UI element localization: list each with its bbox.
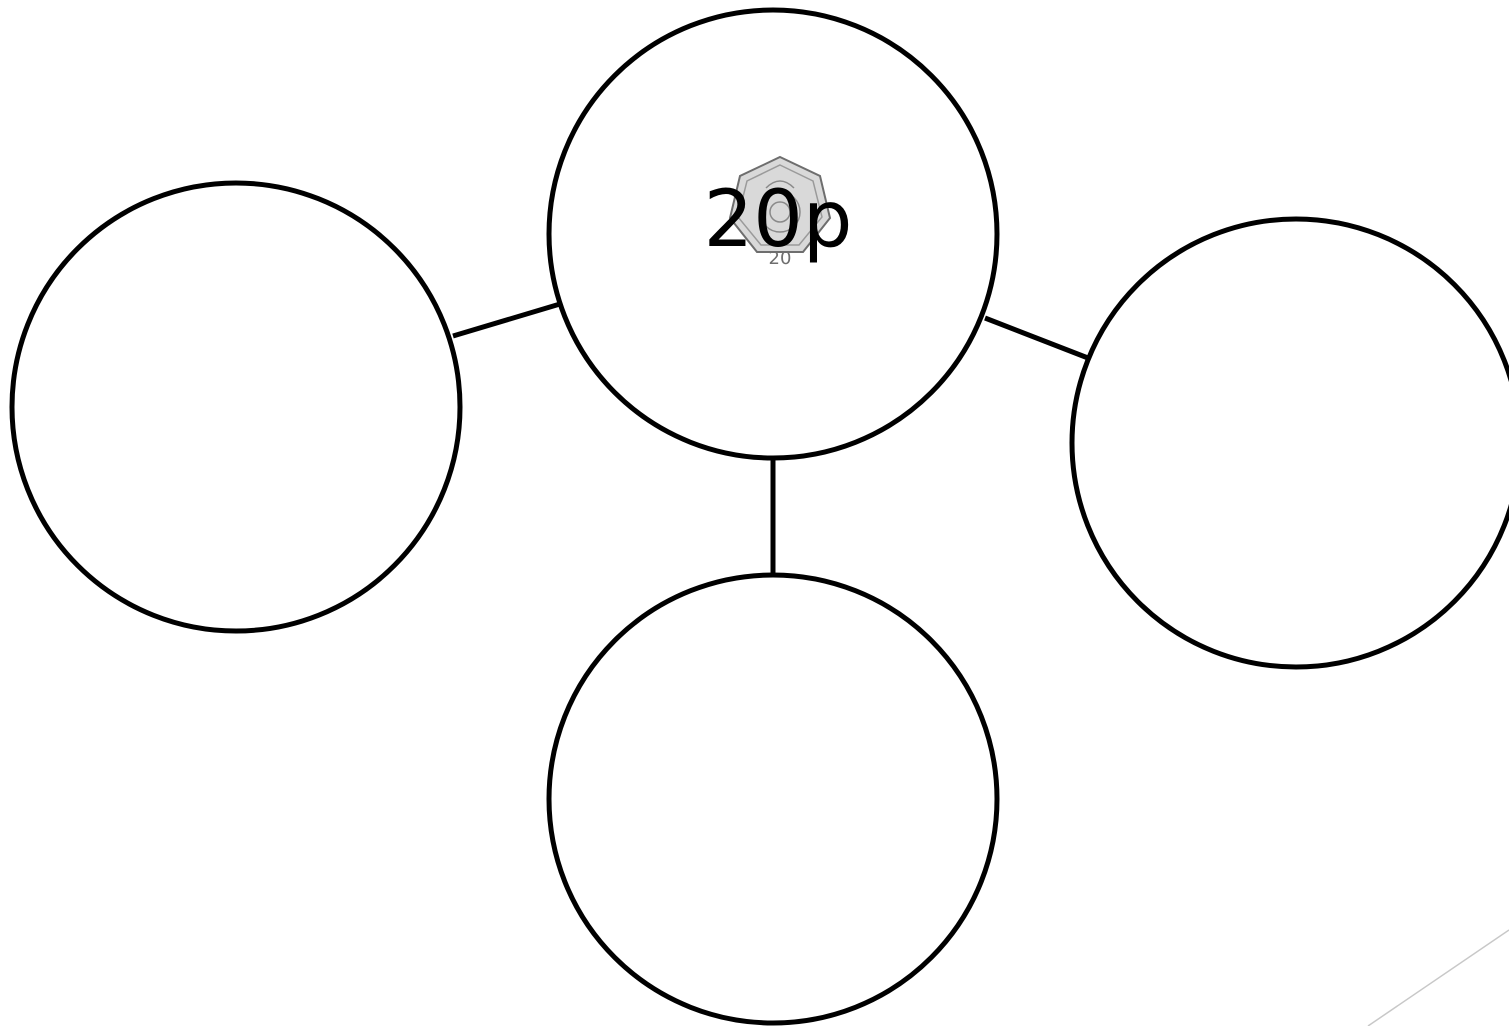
whole-value-label: 20p bbox=[704, 175, 853, 265]
part-circle-right[interactable] bbox=[1069, 216, 1509, 670]
coin-inscription: 20 bbox=[769, 248, 792, 269]
part-circle-left[interactable] bbox=[9, 180, 463, 634]
connector-whole-to-right-part bbox=[984, 315, 1089, 361]
part-circle-bottom[interactable] bbox=[546, 572, 1000, 1026]
twenty-pence-coin-icon: 20 bbox=[728, 155, 832, 269]
connector-whole-to-left-part bbox=[452, 301, 561, 339]
corner-decoration-line bbox=[1367, 929, 1509, 1027]
